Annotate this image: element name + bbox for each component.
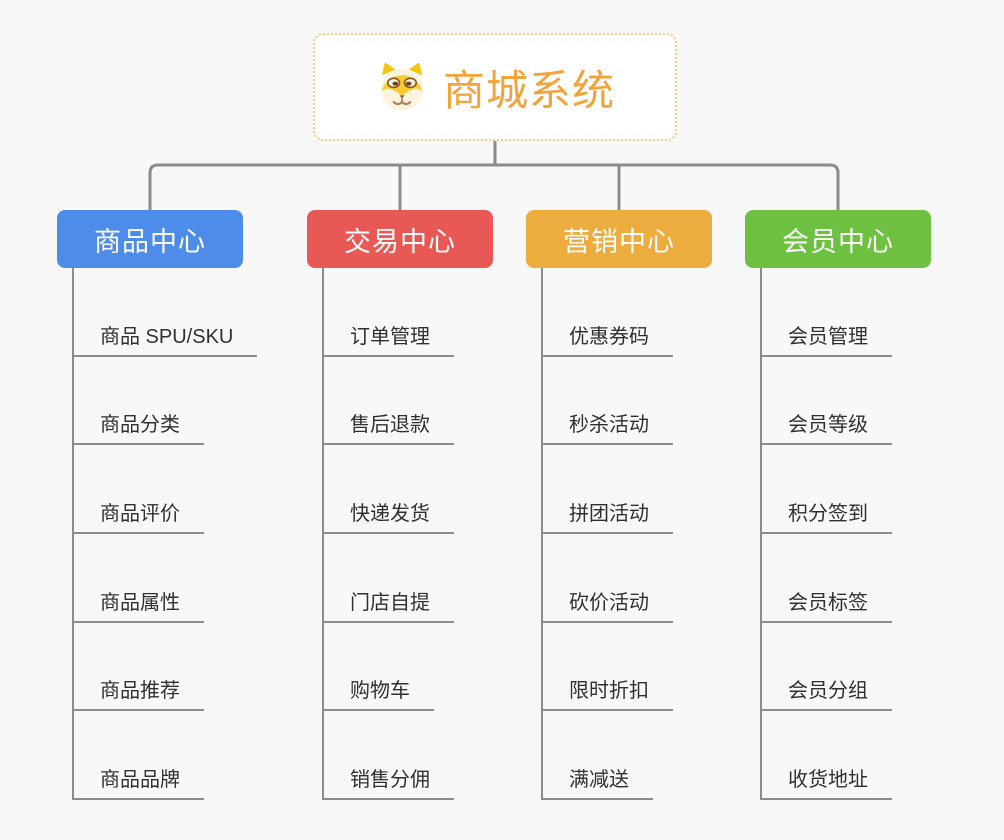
subtopic-item[interactable]: 商品评价 bbox=[74, 497, 204, 535]
subtopic-item[interactable]: 商品推荐 bbox=[74, 674, 204, 712]
subtopic-item[interactable]: 门店自提 bbox=[324, 586, 454, 623]
root-title: 商城系统 bbox=[442, 66, 615, 114]
branch-header-member[interactable]: 会员中心 bbox=[745, 210, 931, 268]
branch-trade-center: 交易中心 订单管理 售后退款 快递发货 门店自提 购物车 销售分佣 bbox=[307, 210, 567, 801]
branch-bus-line bbox=[148, 163, 840, 211]
subtopic-item[interactable]: 满减送 bbox=[543, 763, 653, 801]
branch-header-product[interactable]: 商品中心 bbox=[57, 210, 243, 268]
branch-trunk-trade: 订单管理 售后退款 快递发货 门店自提 购物车 销售分佣 bbox=[322, 268, 567, 801]
subtopic-item[interactable]: 商品 SPU/SKU bbox=[74, 320, 258, 357]
subtopic-item[interactable]: 购物车 bbox=[324, 674, 434, 712]
subtopic-item[interactable]: 秒杀活动 bbox=[543, 408, 673, 446]
subtopic-item[interactable]: 销售分佣 bbox=[324, 763, 454, 801]
subtopic-item[interactable]: 商品分类 bbox=[74, 408, 204, 446]
subtopic-item[interactable]: 收货地址 bbox=[762, 763, 892, 801]
subtopic-item[interactable]: 砍价活动 bbox=[543, 586, 673, 623]
branch-product-center: 商品中心 商品 SPU/SKU 商品分类 商品评价 商品属性 商品推荐 商品品牌 bbox=[57, 210, 317, 801]
subtopic-item[interactable]: 订单管理 bbox=[324, 320, 454, 357]
branch-header-marketing[interactable]: 营销中心 bbox=[526, 210, 712, 268]
subtopic-item[interactable]: 优惠券码 bbox=[543, 320, 673, 357]
branch-trunk-product: 商品 SPU/SKU 商品分类 商品评价 商品属性 商品推荐 商品品牌 bbox=[72, 268, 317, 801]
root-node[interactable]: 商城系统 bbox=[313, 33, 677, 141]
dog-face-icon bbox=[375, 62, 429, 112]
subtopic-item[interactable]: 拼团活动 bbox=[543, 497, 673, 535]
subtopic-item[interactable]: 会员分组 bbox=[762, 674, 892, 712]
branch-trunk-member: 会员管理 会员等级 积分签到 会员标签 会员分组 收货地址 bbox=[760, 268, 1004, 801]
branch-member-center: 会员中心 会员管理 会员等级 积分签到 会员标签 会员分组 收货地址 bbox=[745, 210, 1004, 801]
subtopic-item[interactable]: 会员标签 bbox=[762, 586, 892, 623]
subtopic-item[interactable]: 快递发货 bbox=[324, 497, 454, 535]
subtopic-item[interactable]: 会员等级 bbox=[762, 408, 892, 446]
subtopic-item[interactable]: 商品属性 bbox=[74, 586, 204, 623]
subtopic-item[interactable]: 积分签到 bbox=[762, 497, 892, 535]
branch-header-trade[interactable]: 交易中心 bbox=[307, 210, 493, 268]
subtopic-item[interactable]: 限时折扣 bbox=[543, 674, 673, 712]
branch-marketing-center: 营销中心 优惠券码 秒杀活动 拼团活动 砍价活动 限时折扣 满减送 bbox=[526, 210, 786, 801]
subtopic-item[interactable]: 售后退款 bbox=[324, 408, 454, 446]
branch-trunk-marketing: 优惠券码 秒杀活动 拼团活动 砍价活动 限时折扣 满减送 bbox=[541, 268, 786, 801]
subtopic-item[interactable]: 会员管理 bbox=[762, 320, 892, 357]
subtopic-item[interactable]: 商品品牌 bbox=[74, 763, 204, 801]
